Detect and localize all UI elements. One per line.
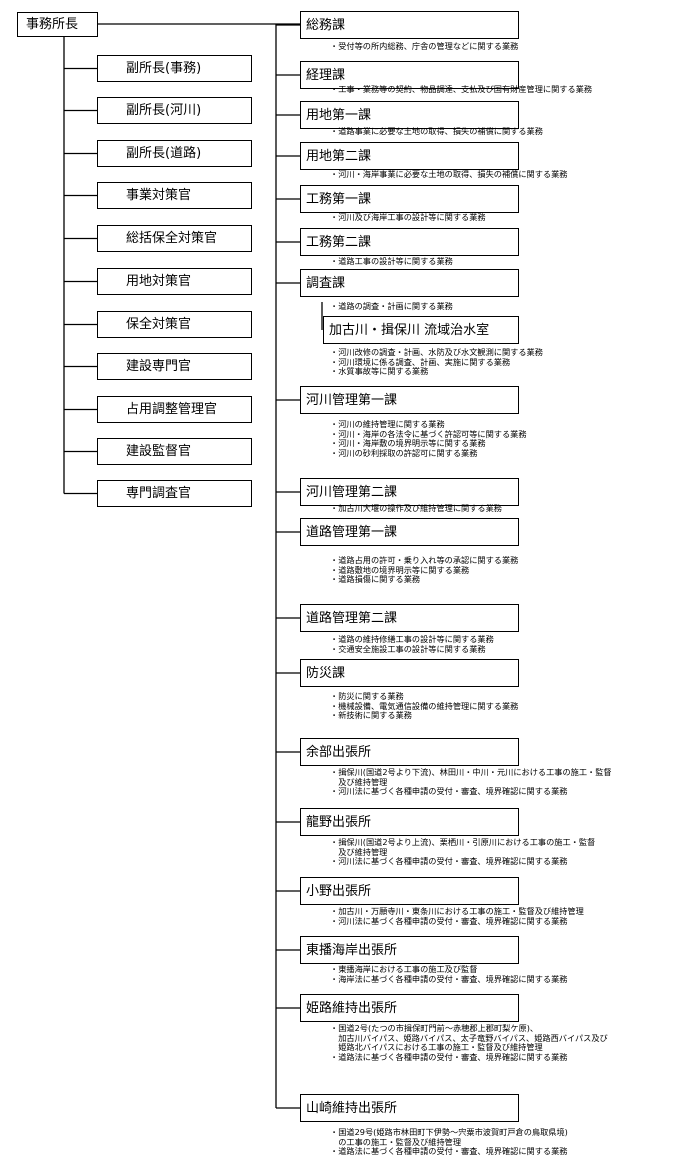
duty-list: ・加古川大堰の操作及び維持管理に関する業務	[330, 503, 502, 514]
duty-item: ・工事・業務等の契約、物品調達、支払及び国有財産管理に関する業務	[330, 84, 593, 94]
department-box: 東播海岸出張所	[300, 936, 519, 964]
duty-item: ・河川・海岸の各法令に基づく許認可等に関する業務	[330, 428, 527, 439]
subordinate-box: 用地対策官	[97, 268, 252, 295]
duty-list: ・揖保川(国道2号より上流)、栗栖川・引原川における工事の施工・監督 及び維持管…	[330, 837, 596, 867]
duty-item: ・水質事故等に関する業務	[330, 366, 429, 377]
duty-item: ・道路の維持修繕工事の設計等に関する業務	[330, 634, 494, 644]
department-box: 調査課	[300, 269, 519, 297]
duty-list: ・道路の維持修繕工事の設計等に関する業務・交通安全施設工事の設計等に関する業務	[330, 634, 494, 654]
duty-list: ・受付等の所内総務、庁舎の管理などに関する業務	[330, 41, 519, 52]
duty-item: 及び維持管理	[330, 776, 388, 787]
duty-list: ・国道29号(姫路市林田町下伊勢～宍粟市波賀町戸倉の鳥取県境) の工事の施工・監…	[330, 1127, 568, 1157]
duty-item: ・揖保川(国道2号より上流)、栗栖川・引原川における工事の施工・監督	[330, 837, 596, 847]
duty-item: ・道路法に基づく各種申請の受付・審査、境界確認に関する業務	[330, 1146, 568, 1157]
department-box: 姫路維持出張所	[300, 994, 519, 1022]
subordinate-box: 占用調整管理官	[97, 396, 252, 423]
duty-item: ・防災に関する業務	[330, 691, 404, 701]
duty-item: ・河川環境に係る調査、計画、実施に関する業務	[330, 356, 511, 367]
duty-list: ・河川の維持管理に関する業務・河川・海岸の各法令に基づく許認可等に関する業務・河…	[330, 419, 527, 458]
department-box: 工務第二課	[300, 228, 519, 256]
duty-item: ・河川及び海岸工事の設計等に関する業務	[330, 212, 486, 222]
duty-item: ・東播海岸における工事の施工及び監督	[330, 964, 478, 974]
director-box: 事務所長	[17, 12, 98, 37]
department-box: 余部出張所	[300, 738, 519, 766]
duty-item: 加古川バイパス、姫路バイパス、太子竜野バイパス、姫路西バイパス及び	[330, 1032, 608, 1043]
duty-item: ・河川法に基づく各種申請の受付・審査、境界確認に関する業務	[330, 856, 568, 867]
duty-item: ・海岸法に基づく各種申請の受付・審査、境界確認に関する業務	[330, 973, 568, 984]
duty-list: ・防災に関する業務・機械設備、電気通信設備の維持管理に関する業務・新技術に関する…	[330, 691, 519, 721]
department-box: 山崎維持出張所	[300, 1094, 519, 1122]
subordinate-box: 総括保全対策官	[97, 225, 252, 252]
department-box: 小野出張所	[300, 877, 519, 905]
duty-item: ・道路占用の許可・乗り入れ等の承認に関する業務	[330, 555, 519, 565]
duty-item: 姫路北バイパスにおける工事の施工・監督及び維持管理	[330, 1042, 543, 1053]
subordinate-box: 建設専門官	[97, 353, 252, 380]
duty-item: ・道路法に基づく各種申請の受付・審査、境界確認に関する業務	[330, 1051, 568, 1062]
duty-list: ・道路の調査・計画に関する業務	[330, 301, 453, 312]
department-box: 用地第一課	[300, 101, 519, 129]
duty-item: の工事の施工・監督及び維持管理	[330, 1136, 462, 1147]
office-box: 加古川・揖保川 流域治水室	[323, 316, 519, 344]
duty-list: ・国道2号(たつの市揖保町門前～赤穂郡上郡町梨ケ原)、 加古川バイパス、姫路バイ…	[330, 1023, 608, 1062]
duty-item: ・道路敷地の境界明示等に関する業務	[330, 564, 470, 575]
department-box: 工務第一課	[300, 185, 519, 213]
duty-list: ・加古川・万願寺川・東条川における工事の施工・監督及び維持管理・河川法に基づく各…	[330, 906, 584, 926]
duty-item: ・河川法に基づく各種申請の受付・審査、境界確認に関する業務	[330, 915, 568, 926]
duty-item: ・国道29号(姫路市林田町下伊勢～宍粟市波賀町戸倉の鳥取県境)	[330, 1127, 568, 1137]
subordinate-box: 副所長(道路)	[97, 140, 252, 167]
duty-item: ・道路損傷に関する業務	[330, 574, 421, 585]
duty-item: 及び維持管理	[330, 846, 388, 857]
duty-item: ・国道2号(たつの市揖保町門前～赤穂郡上郡町梨ケ原)、	[330, 1023, 539, 1033]
department-box: 用地第二課	[300, 142, 519, 170]
department-box: 河川管理第二課	[300, 478, 519, 506]
duty-item: ・機械設備、電気通信設備の維持管理に関する業務	[330, 700, 519, 711]
duty-item: ・道路の調査・計画に関する業務	[330, 301, 453, 311]
department-box: 防災課	[300, 659, 519, 687]
duty-item: ・道路工事の設計等に関する業務	[330, 256, 453, 266]
department-box: 道路管理第二課	[300, 604, 519, 632]
duty-list: ・揖保川(国道2号より下流)、林田川・中川・元川における工事の施工・監督 及び維…	[330, 767, 612, 797]
duty-item: ・河川法に基づく各種申請の受付・審査、境界確認に関する業務	[330, 786, 568, 797]
department-box: 道路管理第一課	[300, 518, 519, 546]
duty-item: ・加古川・万願寺川・東条川における工事の施工・監督及び維持管理	[330, 906, 584, 916]
duty-item: ・河川改修の調査・計画、水防及び水文観測に関する業務	[330, 347, 543, 357]
duty-list: ・工事・業務等の契約、物品調達、支払及び国有財産管理に関する業務	[330, 84, 593, 95]
duty-item: ・河川・海岸敷の境界明示等に関する業務	[330, 438, 486, 449]
subordinate-box: 事業対策官	[97, 182, 252, 209]
department-box: 経理課	[300, 61, 519, 89]
duty-item: ・河川の維持管理に関する業務	[330, 419, 445, 429]
duty-list: ・東播海岸における工事の施工及び監督・海岸法に基づく各種申請の受付・審査、境界確…	[330, 964, 568, 984]
subordinate-box: 副所長(河川)	[97, 97, 252, 124]
duty-list: ・道路工事の設計等に関する業務	[330, 256, 453, 267]
duty-list: ・道路事業に必要な土地の取得、損失の補償に関する業務	[330, 126, 543, 137]
duty-list: ・河川及び海岸工事の設計等に関する業務	[330, 212, 486, 223]
duty-item: ・河川・海岸事業に必要な土地の取得、損失の補償に関する業務	[330, 169, 568, 179]
department-box: 河川管理第一課	[300, 386, 519, 414]
subordinate-box: 専門調査官	[97, 480, 252, 507]
duty-item: ・揖保川(国道2号より下流)、林田川・中川・元川における工事の施工・監督	[330, 767, 612, 777]
duty-item: ・交通安全施設工事の設計等に関する業務	[330, 643, 486, 654]
duty-item: ・道路事業に必要な土地の取得、損失の補償に関する業務	[330, 126, 543, 136]
subordinate-box: 保全対策官	[97, 311, 252, 338]
subordinate-box: 建設監督官	[97, 438, 252, 465]
department-box: 龍野出張所	[300, 808, 519, 836]
duty-list: ・河川改修の調査・計画、水防及び水文観測に関する業務・河川環境に係る調査、計画、…	[330, 347, 543, 377]
duty-list: ・道路占用の許可・乗り入れ等の承認に関する業務・道路敷地の境界明示等に関する業務…	[330, 555, 519, 585]
duty-item: ・加古川大堰の操作及び維持管理に関する業務	[330, 503, 502, 513]
duty-item: ・河川の砂利採取の許認可に関する業務	[330, 447, 478, 458]
duty-list: ・河川・海岸事業に必要な土地の取得、損失の補償に関する業務	[330, 169, 568, 180]
duty-item: ・受付等の所内総務、庁舎の管理などに関する業務	[330, 41, 519, 51]
department-box: 総務課	[300, 11, 519, 39]
duty-item: ・新技術に関する業務	[330, 710, 412, 721]
subordinate-box: 副所長(事務)	[97, 55, 252, 82]
